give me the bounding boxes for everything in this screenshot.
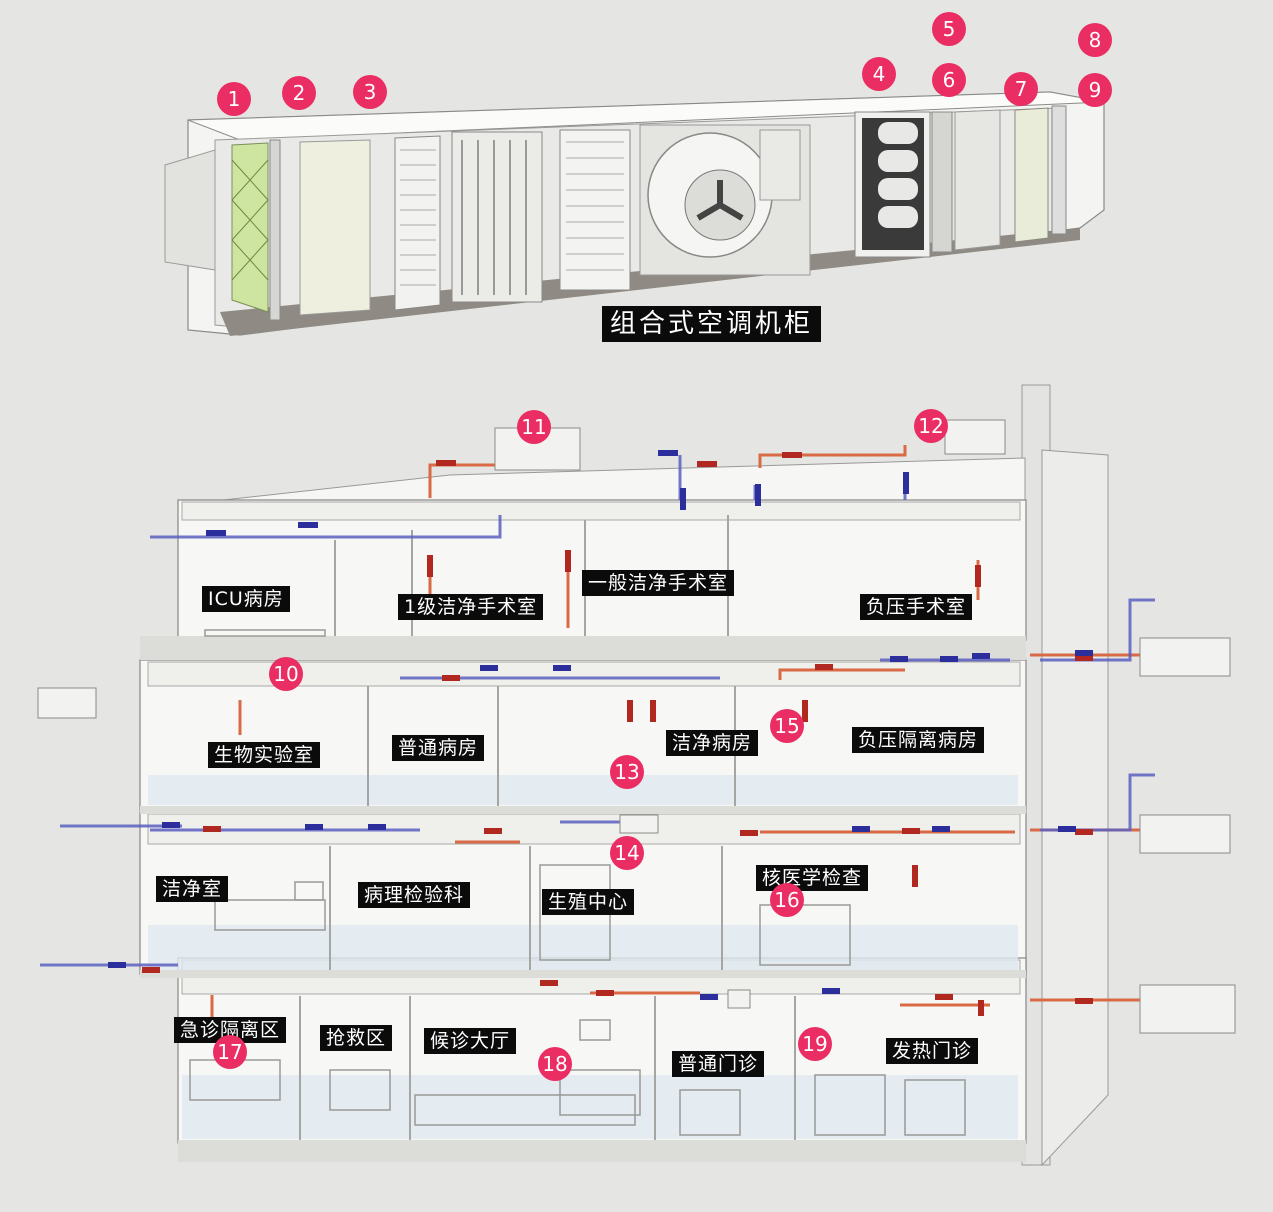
marker-7: 7 xyxy=(1004,72,1038,106)
marker-4: 4 xyxy=(862,57,896,91)
room-or-general: 一般洁净手术室 xyxy=(582,570,735,596)
room-reproductive: 生殖中心 xyxy=(542,889,635,915)
fan xyxy=(639,124,811,276)
room-fever-clinic: 发热门诊 xyxy=(886,1038,979,1064)
ahu-cabinet xyxy=(164,91,1105,336)
marker-14: 14 xyxy=(610,836,644,870)
hepa-filter xyxy=(1014,107,1049,243)
room-general-outpatient: 普通门诊 xyxy=(672,1051,765,1077)
room-waiting-hall: 候诊大厅 xyxy=(424,1028,517,1054)
medium-filter xyxy=(299,139,371,316)
room-pathology: 病理检验科 xyxy=(358,882,471,908)
room-nuclear: 核医学检查 xyxy=(756,865,869,891)
marker-1: 1 xyxy=(217,82,251,116)
ahu-title: 组合式空调机柜 xyxy=(602,306,822,342)
marker-18: 18 xyxy=(538,1047,572,1081)
room-or-negative: 负压手术室 xyxy=(860,594,973,620)
room-clean-room: 洁净室 xyxy=(156,876,229,902)
room-clean-ward: 洁净病房 xyxy=(666,730,759,756)
room-biolab: 生物实验室 xyxy=(208,742,321,768)
marker-3: 3 xyxy=(353,75,387,109)
room-or1: 1级洁净手术室 xyxy=(398,594,544,620)
marker-19: 19 xyxy=(798,1027,832,1061)
primary-filter xyxy=(231,142,269,313)
marker-9: 9 xyxy=(1078,73,1112,107)
room-icu: ICU病房 xyxy=(202,586,290,612)
airflow-arrows xyxy=(108,450,1093,1016)
marker-2: 2 xyxy=(282,76,316,110)
marker-13: 13 xyxy=(610,755,644,789)
marker-11: 11 xyxy=(517,410,551,444)
silencer xyxy=(854,111,953,258)
marker-8: 8 xyxy=(1078,23,1112,57)
marker-17: 17 xyxy=(213,1035,247,1069)
exhaust-units xyxy=(37,419,1236,1034)
room-negative-isolation: 负压隔离病房 xyxy=(852,727,985,753)
marker-5: 5 xyxy=(932,12,966,46)
marker-16: 16 xyxy=(770,883,804,917)
room-rescue: 抢救区 xyxy=(320,1025,393,1051)
marker-10: 10 xyxy=(269,657,303,691)
room-general-ward: 普通病房 xyxy=(392,735,485,761)
marker-12: 12 xyxy=(914,409,948,443)
marker-15: 15 xyxy=(770,709,804,743)
marker-6: 6 xyxy=(932,63,966,97)
room-equipment xyxy=(189,629,966,1136)
